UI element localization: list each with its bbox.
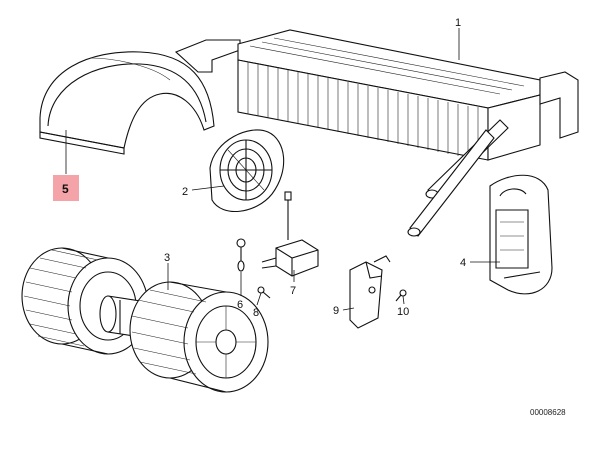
blower-motor [21, 247, 269, 393]
callout-1[interactable]: 1 [455, 17, 461, 29]
screw-8 [257, 286, 271, 299]
connector-pin [236, 238, 246, 272]
series-resistor [261, 191, 319, 277]
diagram-number: 00008628 [530, 408, 566, 417]
part-5-highlight [53, 175, 79, 201]
callout-6[interactable]: 6 [237, 299, 243, 311]
callout-2[interactable]: 2 [182, 186, 188, 198]
heater-core [174, 29, 579, 237]
callout-7[interactable]: 7 [290, 285, 296, 297]
callout-3[interactable]: 3 [164, 252, 170, 264]
callout-9[interactable]: 9 [333, 305, 339, 317]
screw-10 [395, 289, 407, 302]
callout-8[interactable]: 8 [253, 307, 259, 319]
callout-5[interactable]: 5 [62, 182, 69, 196]
side-bracket [489, 174, 553, 295]
mounting-plate [349, 255, 391, 329]
leader-lines [65, 28, 500, 311]
inlet-grille [209, 129, 285, 213]
housing-cover [39, 51, 215, 155]
callout-10[interactable]: 10 [397, 306, 409, 318]
callout-4[interactable]: 4 [460, 257, 466, 269]
